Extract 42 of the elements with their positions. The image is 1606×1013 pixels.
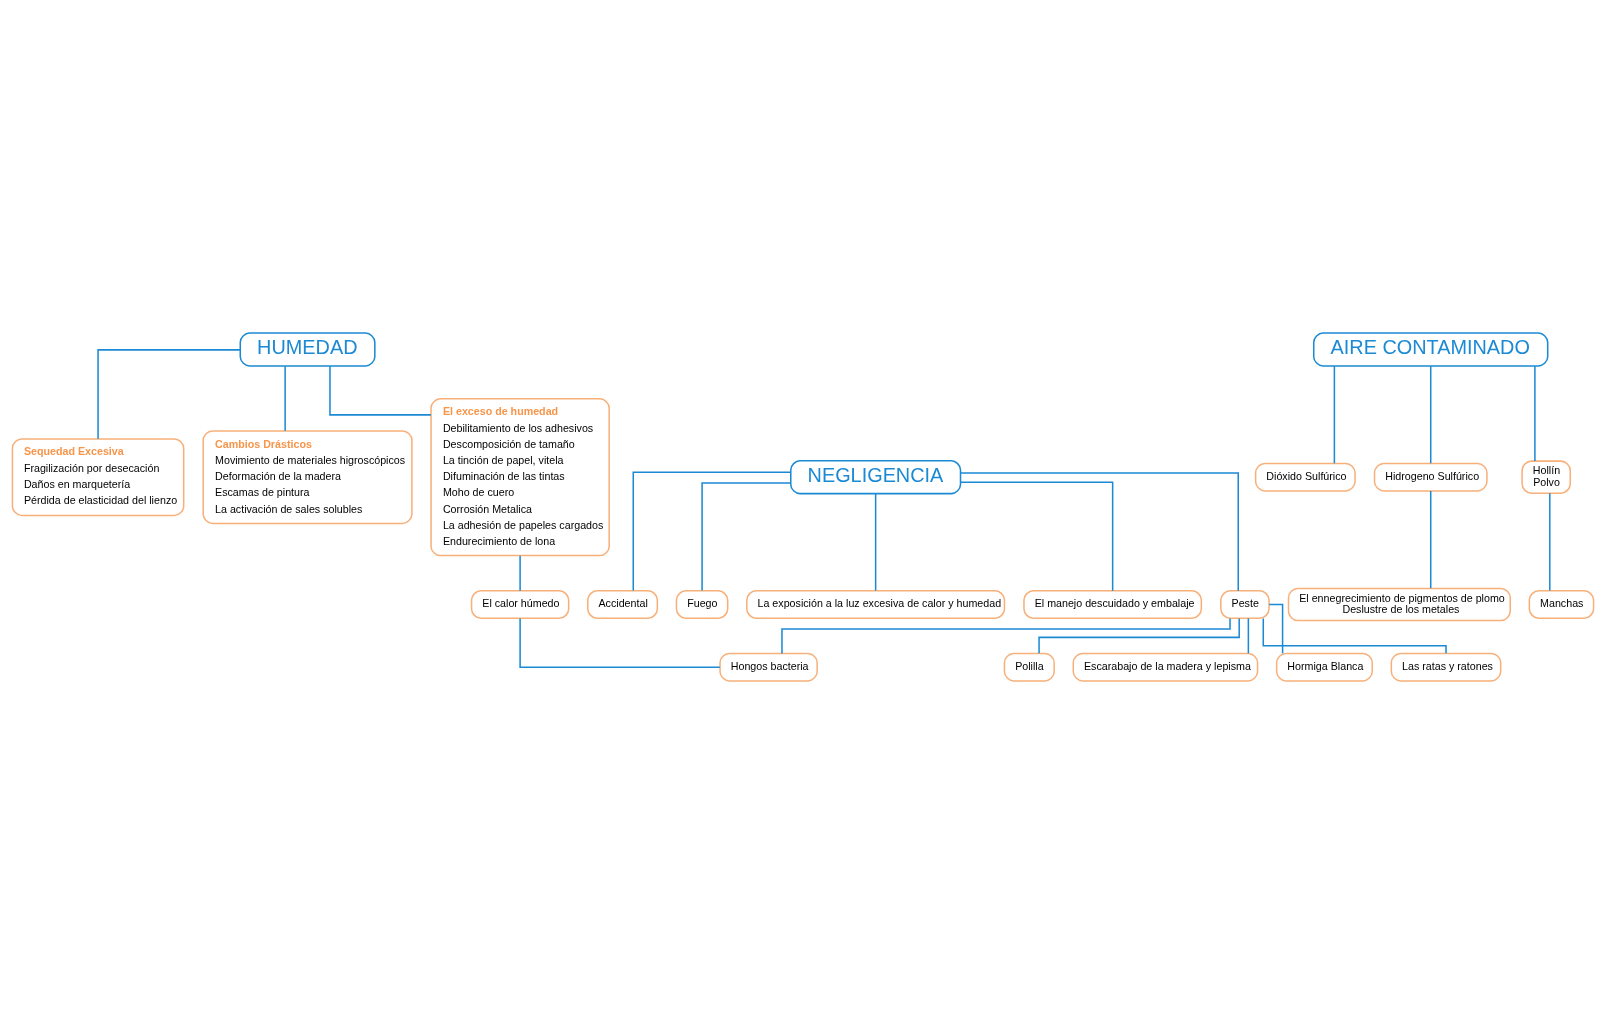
- node-box: Dióxido Sulfúrico: [1254, 462, 1356, 492]
- connector: [284, 364, 286, 432]
- node-box: Polilla: [1003, 652, 1055, 682]
- node-box: Hormiga Blanca: [1275, 652, 1373, 682]
- connector: [97, 348, 241, 439]
- connector: [519, 554, 521, 591]
- connector: [874, 492, 877, 591]
- connector: [1247, 617, 1250, 654]
- connector: [1429, 364, 1432, 464]
- connector: [1333, 364, 1336, 464]
- connector: [1534, 364, 1536, 462]
- connector: [1038, 617, 1240, 654]
- node-box: El calor húmedo: [470, 589, 570, 619]
- connector: [632, 470, 792, 591]
- node-box: Hidrogeno Sulfúrico: [1373, 462, 1488, 492]
- node-box: Cambios Drásticos Movimiento de materiales higroscópicos Deformación de la madera Escamas de pintura La activación de sales solubles: [202, 429, 413, 524]
- connector: [1429, 489, 1432, 589]
- node-box: Peste: [1220, 589, 1270, 619]
- connector: [329, 364, 432, 416]
- node-box: El exceso de humedad Debilitamiento de los adhesivos Descomposición de tamaño La tinción de papel, vitela Difuminación de las tintas Moho de cuero Corrosión Metalica La adhesión de papeles cargados Endurecimiento de lona: [430, 397, 610, 556]
- node-box: Manchas: [1528, 589, 1595, 619]
- node-box: HUMEDAD: [239, 331, 376, 367]
- connector: [519, 617, 721, 668]
- node-box: Escarabajo de la madera y lepisma: [1072, 652, 1259, 682]
- node-box: El ennegrecimiento de pigmentos de plomo Deslustre de los metales: [1287, 587, 1511, 621]
- node-box: AIRE CONTAMINADO: [1312, 331, 1549, 367]
- node-box: La exposición a la luz excesiva de calor y humedad: [746, 589, 1006, 619]
- node-box: Accidental: [587, 589, 659, 619]
- node-box: Las ratas y ratones: [1390, 652, 1502, 682]
- connector: [1262, 617, 1447, 654]
- node-box: Sequedad Excesiva Fragilización por desecación Daños en marquetería Pérdida de elasticidad del lienzo: [11, 437, 185, 516]
- node-box: El manejo descuidado y embalaje: [1023, 589, 1203, 619]
- connector: [959, 480, 1114, 591]
- connector: [701, 481, 792, 591]
- connector: [1549, 492, 1551, 591]
- connector: [781, 617, 1231, 654]
- node-box: NEGLIGENCIA: [790, 459, 962, 494]
- node-box: Hollín Polvo: [1521, 459, 1571, 494]
- node-box: Hongos bacteria: [719, 652, 818, 682]
- node-box: Fuego: [675, 589, 729, 619]
- connector: [959, 471, 1239, 591]
- connector: [1268, 603, 1284, 654]
